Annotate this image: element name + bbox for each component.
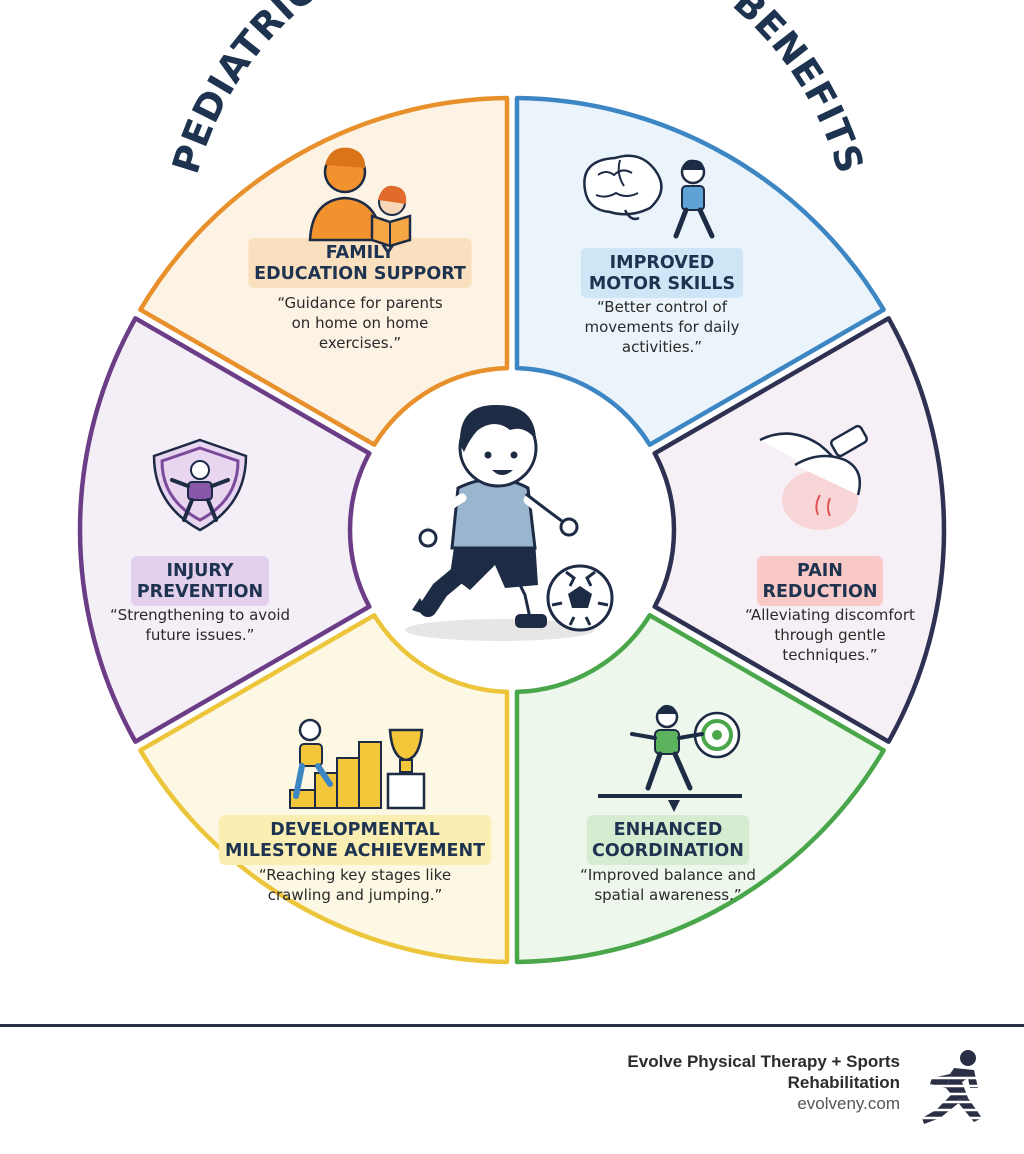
segment-family-title-line: EDUCATION SUPPORT bbox=[254, 264, 466, 284]
segment-coord-title-line: COORDINATION bbox=[592, 841, 744, 861]
parent-reading-icon bbox=[308, 147, 412, 248]
segment-pain-desc-line: techniques.” bbox=[782, 646, 877, 664]
child-soccer-icon bbox=[405, 404, 614, 641]
segment-family-desc-line: “Guidance for parents bbox=[277, 294, 443, 312]
runner-logo-icon bbox=[916, 1050, 994, 1124]
segment-pain-desc-line: “Alleviating discomfort bbox=[745, 606, 915, 624]
segment-milestone-title-line: MILESTONE ACHIEVEMENT bbox=[225, 841, 485, 861]
segment-motor-title-line: IMPROVED bbox=[610, 253, 715, 273]
shield-child-icon bbox=[152, 438, 248, 532]
balance-target-icon bbox=[598, 704, 742, 812]
segment-motor-desc-line: movements for daily bbox=[584, 318, 739, 336]
segment-injury-desc-line: future issues.” bbox=[146, 626, 255, 644]
footer-brand-line-1: Evolve Physical Therapy + Sports bbox=[627, 1052, 900, 1071]
segment-motor-desc-line: activities.” bbox=[622, 338, 702, 356]
segment-pain-title-line: REDUCTION bbox=[763, 582, 878, 602]
segment-family-desc-line: on home on home bbox=[292, 314, 429, 332]
benefits-wheel: PEDIATRIC PHYSICAL THERAPY BENEFITS FAMI… bbox=[77, 0, 947, 965]
segment-family-title-line: FAMILY bbox=[326, 243, 395, 263]
segment-motor-title-pill bbox=[580, 248, 744, 298]
segment-motor-desc-line: “Better control of bbox=[597, 298, 728, 316]
segment-injury-desc-line: “Strengthening to avoid bbox=[110, 606, 290, 624]
segment-injury-title-line: PREVENTION bbox=[137, 582, 263, 602]
footer-brand-line-2: Rehabilitation bbox=[787, 1073, 900, 1092]
segment-family-desc-line: exercises.” bbox=[319, 334, 401, 352]
footer-brand-block: Evolve Physical Therapy + Sports Rehabil… bbox=[627, 1051, 900, 1115]
segment-coord-desc-line: “Improved balance and bbox=[580, 866, 756, 884]
segment-milestone-title-pill bbox=[218, 815, 492, 865]
segment-pain-title-pill bbox=[757, 556, 883, 606]
segment-injury-title-line: INJURY bbox=[166, 561, 233, 581]
segment-coord-shape bbox=[514, 613, 886, 965]
segment-coord-title-line: ENHANCED bbox=[614, 820, 723, 840]
segment-motor-title-line: MOTOR SKILLS bbox=[589, 274, 735, 294]
segment-pain-shape bbox=[652, 316, 947, 744]
segment-injury-shape bbox=[77, 316, 372, 744]
segment-injury-title-pill bbox=[131, 556, 269, 606]
segment-pain-desc-line: through gentle bbox=[774, 626, 885, 644]
segment-coord-desc-line: spatial awareness.” bbox=[594, 886, 741, 904]
knee-hands-icon bbox=[759, 424, 869, 530]
segment-coord-title-pill bbox=[586, 815, 750, 865]
segment-family-title-pill bbox=[248, 238, 472, 288]
segment-pain-title-line: PAIN bbox=[797, 561, 843, 581]
brain-child-icon bbox=[583, 154, 715, 239]
segment-milestone-title-line: DEVELOPMENTAL bbox=[270, 820, 440, 840]
segment-milestone-desc-line: “Reaching key stages like bbox=[259, 866, 451, 884]
footer-url[interactable]: evolveny.com bbox=[797, 1094, 900, 1113]
footer-divider bbox=[0, 1024, 1024, 1027]
steps-trophy-icon bbox=[289, 718, 426, 810]
segment-milestone-desc-line: crawling and jumping.” bbox=[268, 886, 443, 904]
